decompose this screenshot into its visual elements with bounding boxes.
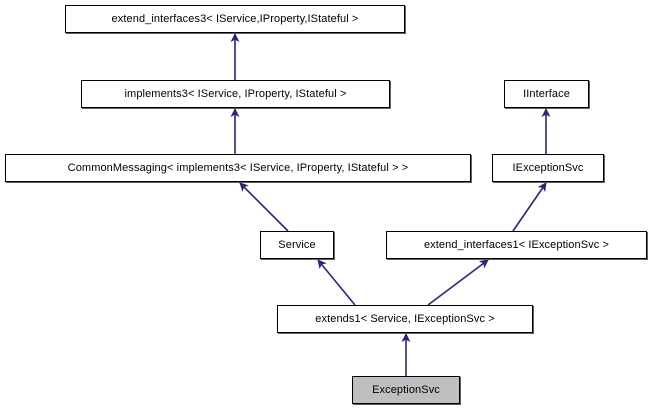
uml-class-label: IInterface: [523, 87, 570, 100]
inheritance-arrow-extends1-to-extend_interfaces1: [427, 259, 489, 306]
uml-class-label: extend_interfaces1< IExceptionSvc >: [423, 238, 610, 251]
uml-class-label: CommonMessaging< implements3< IService, …: [67, 161, 409, 174]
uml-class-label: ExceptionSvc: [372, 383, 440, 396]
inheritance-arrow-service-to-commonmessaging: [239, 182, 289, 232]
uml-class-node-extend_interfaces3[interactable]: extend_interfaces3< IService,IProperty,I…: [65, 5, 405, 33]
uml-class-node-iinterface[interactable]: IInterface: [504, 80, 589, 108]
uml-class-node-extend_interfaces1[interactable]: extend_interfaces1< IExceptionSvc >: [386, 231, 647, 259]
uml-class-label: implements3< IService, IProperty, IState…: [124, 87, 347, 100]
inheritance-arrow-extend_interfaces1-to-iexceptionsvc: [512, 182, 547, 232]
uml-class-node-iexceptionsvc[interactable]: IExceptionSvc: [492, 154, 604, 182]
uml-class-label: Service: [278, 238, 316, 251]
uml-class-node-extends1[interactable]: extends1< Service, IExceptionSvc >: [277, 305, 533, 333]
uml-class-node-service[interactable]: Service: [260, 231, 334, 259]
uml-class-label: extend_interfaces3< IService,IProperty,I…: [111, 12, 359, 25]
uml-class-label: IExceptionSvc: [512, 161, 584, 174]
inheritance-arrow-extends1-to-service: [317, 259, 356, 306]
uml-class-node-exceptionsvc[interactable]: ExceptionSvc: [352, 376, 460, 404]
uml-class-node-implements3[interactable]: implements3< IService, IProperty, IState…: [81, 80, 390, 108]
uml-class-label: extends1< Service, IExceptionSvc >: [315, 312, 495, 325]
uml-class-node-commonmessaging[interactable]: CommonMessaging< implements3< IService, …: [5, 154, 471, 182]
